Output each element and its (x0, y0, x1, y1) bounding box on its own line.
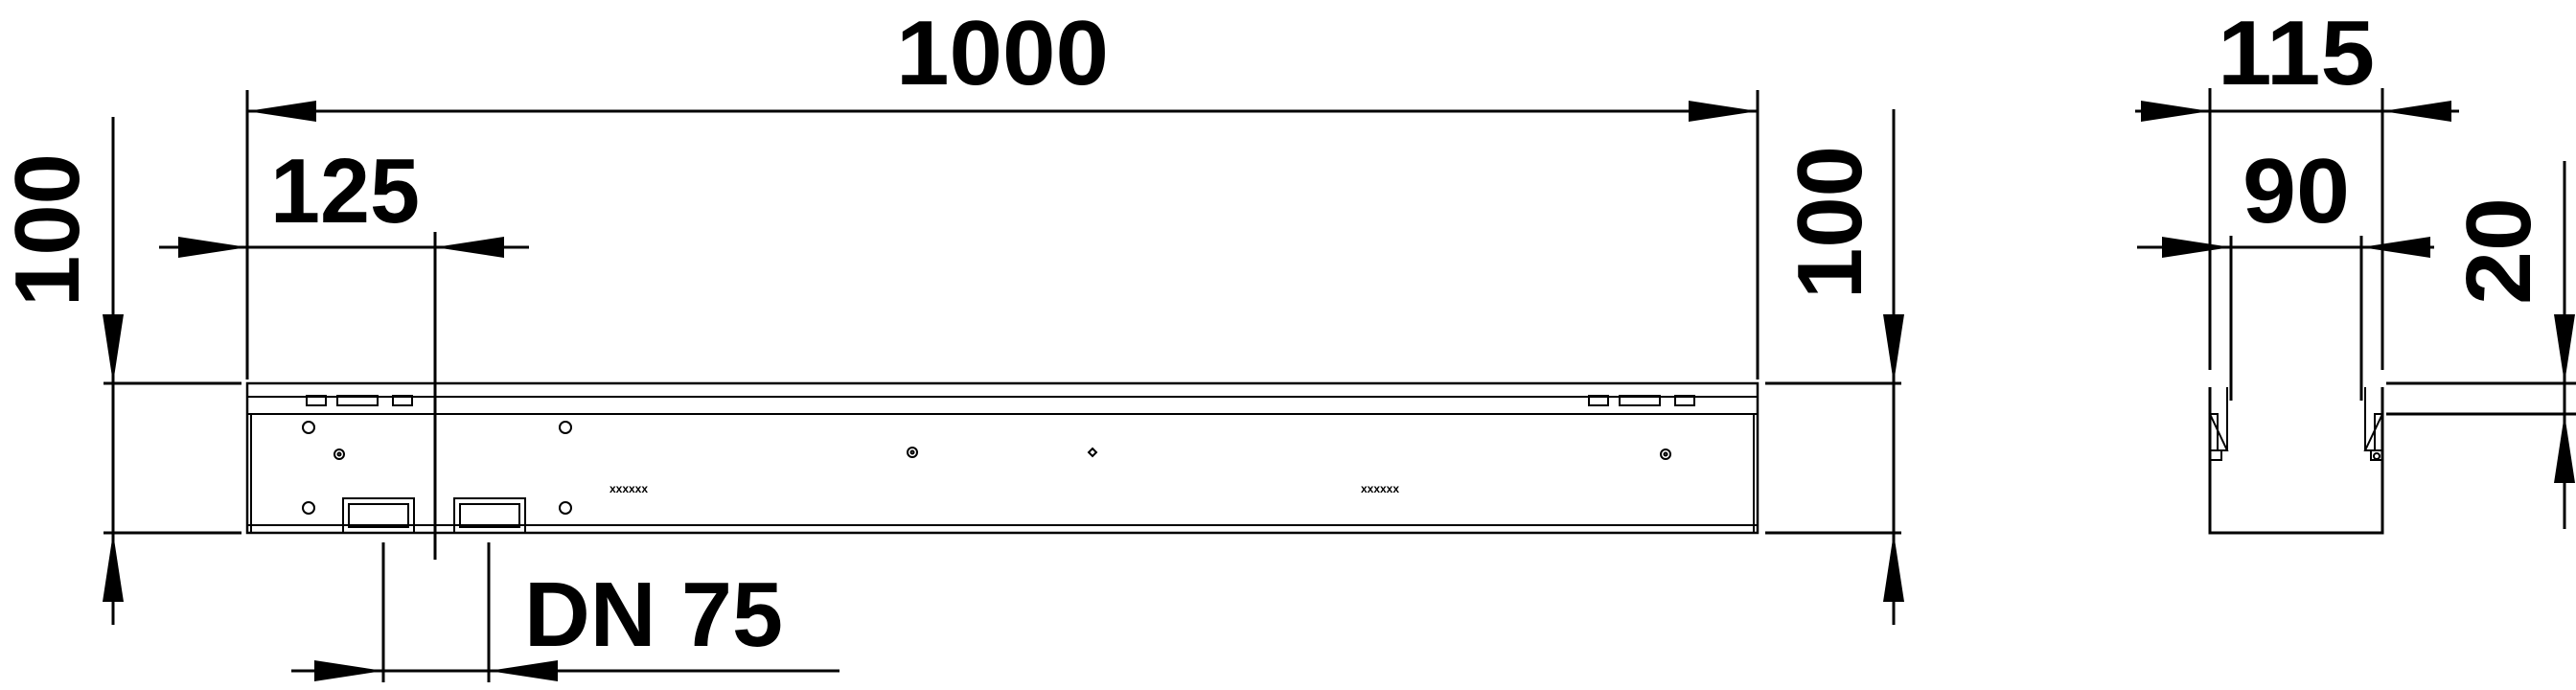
channel-cross-section (2208, 387, 2384, 535)
dimension-height-right (1765, 109, 1904, 625)
dimension-outlet (291, 542, 840, 682)
dimension-length-total (245, 90, 1760, 380)
dimension-width-inner-label: 90 (2242, 140, 2350, 242)
part-mark-2: xxxxxx (1361, 482, 1399, 495)
channel-side-view (245, 381, 1760, 535)
dimension-step-height (2386, 161, 2576, 529)
dimension-width-outer-label: 115 (2218, 2, 2375, 104)
dimension-width-inner (2137, 236, 2434, 401)
dimension-outlet-label: DN 75 (524, 564, 783, 666)
dimension-width-outer (2135, 88, 2459, 370)
dimension-length-total-label: 1000 (896, 2, 1109, 104)
part-mark-1: xxxxxx (610, 482, 648, 495)
dimension-inlet-offset-label: 125 (270, 140, 420, 242)
dimension-height-right-label: 100 (1779, 146, 1881, 299)
dimension-height-left (103, 117, 242, 625)
dimension-step-height-label: 20 (2448, 197, 2550, 305)
dimension-height-left-label: 100 (0, 153, 99, 307)
dimension-inlet-offset (159, 232, 529, 560)
